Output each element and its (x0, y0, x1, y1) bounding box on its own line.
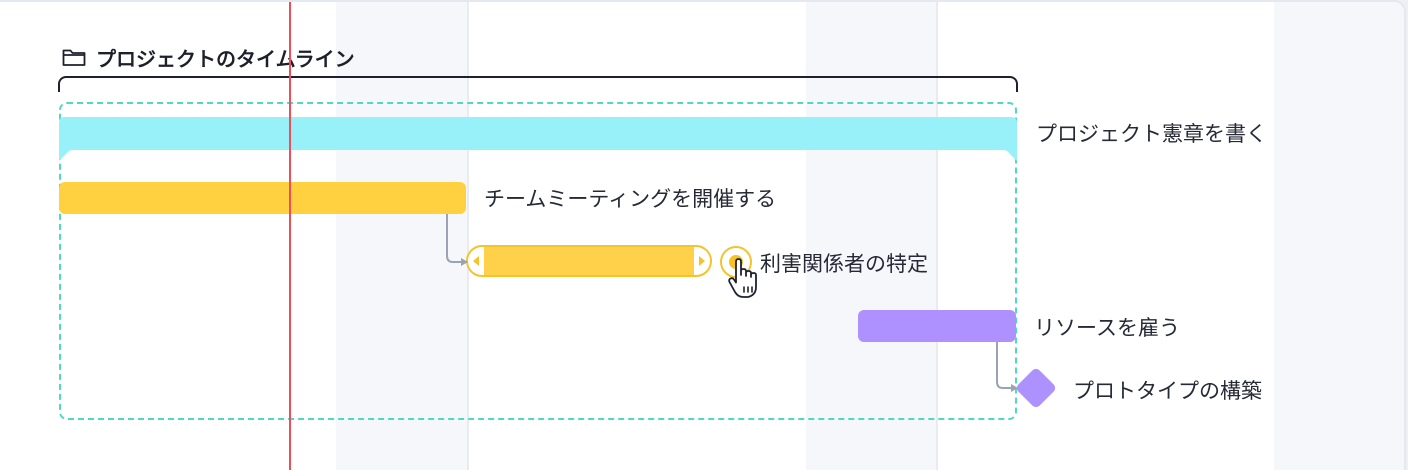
caret-left-icon (473, 256, 479, 266)
group-selection-outline (59, 102, 1017, 420)
task-bar-resources[interactable] (858, 310, 1016, 342)
today-marker-line (289, 2, 291, 470)
task-label-charter[interactable]: プロジェクト憲章を書く (1036, 122, 1267, 146)
task-label-meeting[interactable]: チームミーティングを開催する (484, 187, 777, 211)
week-divider (467, 2, 469, 470)
hand-cursor-icon (728, 258, 757, 298)
weekend-column (1274, 2, 1404, 470)
task-label-prototype[interactable]: プロトタイプの構築 (1073, 379, 1262, 403)
timeline-header[interactable]: プロジェクトのタイムライン (62, 42, 355, 72)
summary-bar-charter[interactable] (59, 117, 1017, 165)
task-label-resources[interactable]: リソースを雇う (1034, 316, 1180, 340)
resize-handle-right[interactable] (694, 247, 710, 275)
weekend-column (806, 2, 937, 470)
task-bar-meeting[interactable] (59, 182, 466, 214)
group-bracket (58, 76, 1018, 92)
caret-right-icon (699, 256, 705, 266)
task-label-stakeholders[interactable]: 利害関係者の特定 (760, 252, 928, 276)
task-bar-stakeholders[interactable] (466, 245, 712, 277)
week-divider (936, 2, 938, 470)
timeline-title: プロジェクトのタイムライン (96, 46, 355, 71)
folder-icon (62, 49, 86, 66)
resize-handle-left[interactable] (468, 247, 484, 275)
